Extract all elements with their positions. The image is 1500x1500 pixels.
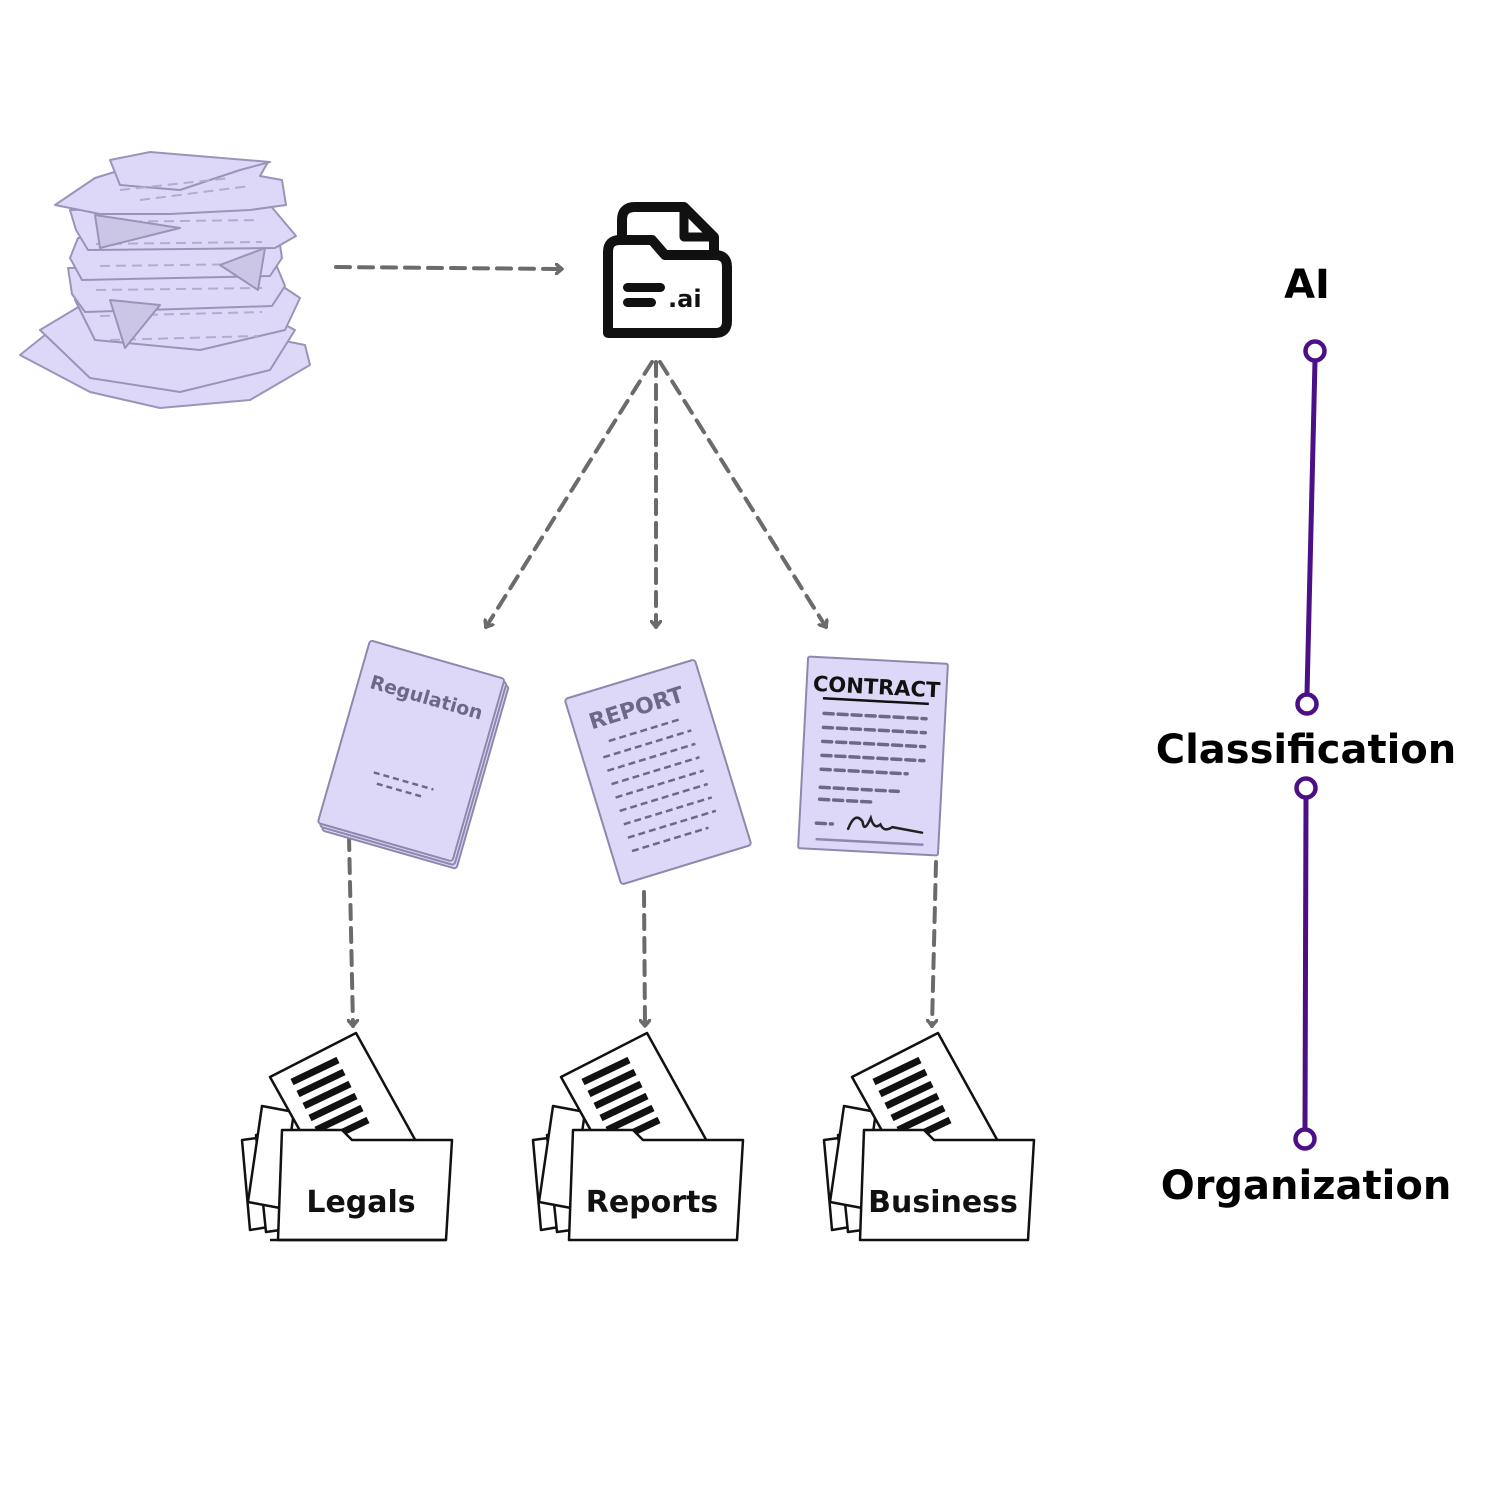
ai-to-regulation-arrow — [486, 360, 654, 629]
pipeline-timeline: AI Classification Organization — [1156, 262, 1457, 1209]
contract-document-icon: CONTRACT — [797, 655, 949, 857]
paper-pile-icon — [19, 151, 311, 409]
folder-reports-icon: Reports — [531, 1031, 745, 1242]
folder-legals-icon: Legals — [240, 1031, 454, 1242]
timeline-node-classification-top — [1295, 692, 1319, 716]
stage-label-ai: AI — [1284, 262, 1330, 308]
timeline-node-classification-bottom — [1294, 776, 1318, 800]
arrows — [334, 267, 936, 1028]
ai-file-label: .ai — [668, 285, 702, 313]
ai-file-icon: .ai — [603, 202, 732, 338]
folder-reports-label: Reports — [586, 1185, 719, 1220]
folder-business-icon: Business — [822, 1031, 1036, 1242]
folder-business-label: Business — [868, 1185, 1018, 1220]
pile-to-ai-arrow — [334, 267, 564, 269]
report-document-icon: REPORT — [564, 659, 752, 885]
report-to-reports-arrow — [644, 890, 645, 1028]
timeline-node-ai — [1303, 339, 1327, 363]
contract-to-business-arrow — [932, 860, 936, 1028]
regulation-to-legals-arrow — [349, 834, 353, 1028]
regulation-document-icon: Regulation — [317, 639, 510, 870]
timeline-connector-1 — [1304, 358, 1318, 697]
timeline-node-organization — [1293, 1127, 1317, 1151]
stage-label-organization: Organization — [1161, 1163, 1452, 1209]
ai-to-contract-arrow — [658, 360, 826, 629]
folder-legals-label: Legals — [306, 1185, 415, 1220]
timeline-connector-2 — [1302, 795, 1309, 1132]
stage-label-classification: Classification — [1156, 727, 1457, 773]
